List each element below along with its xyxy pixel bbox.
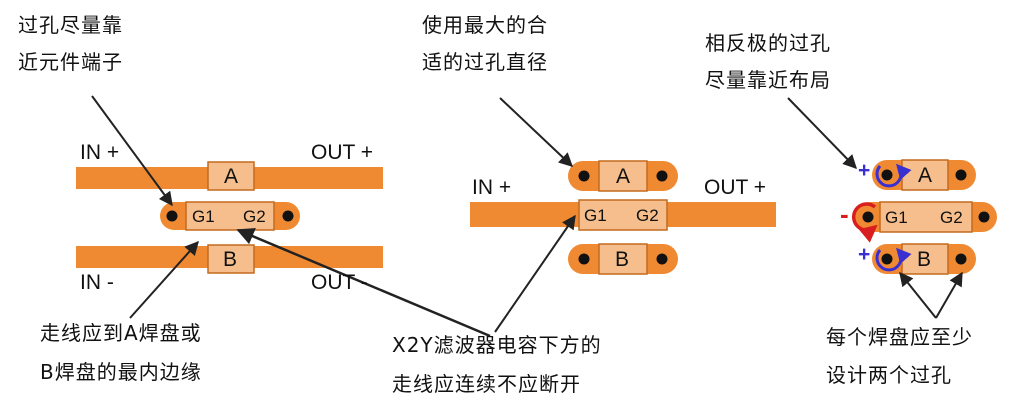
arrow [236,228,491,338]
caption-line: 设计两个过孔 [826,363,952,387]
g-pad-body [578,199,668,231]
pad-label-b: B [615,248,630,271]
pad-label-a: A [616,165,631,188]
caption-line: 尽量靠近布局 [705,68,831,92]
arrow [787,97,857,170]
pad-label-g2: G2 [636,206,659,225]
via [166,210,178,222]
via [881,253,893,265]
arrow [499,97,574,167]
net-label-out-plus: OUT + [704,176,767,199]
pad-label-g1: G1 [192,207,215,226]
caption-line: X2Y滤波器电容下方的 [392,333,602,357]
pad-a-body [207,161,255,191]
caption-continuous-trace: X2Y滤波器电容下方的 走线应连续不应断开 [392,332,602,397]
arrow [899,271,937,319]
caption-line: 适的过孔直径 [422,50,548,74]
via [656,170,668,182]
via [955,253,967,265]
via [955,169,967,181]
callout-arrows [91,95,963,338]
pad-label-g2: G2 [940,208,963,227]
layout-3 [851,159,997,275]
caption-line: 过孔尽量靠 [18,13,123,37]
caption-line: 每个焊盘应至少 [826,325,973,349]
via [881,169,893,181]
pad-b-body [598,243,648,275]
caption-line: B焊盘的最内边缘 [40,360,202,384]
g-pad-body [185,201,275,231]
caption-line: 走线应到A焊盘或 [40,321,202,345]
via [656,253,668,265]
current-loop-red-icon [851,202,878,243]
caption-opposite-polarity-vias: 相反极的过孔 尽量靠近布局 [705,30,831,93]
pad-a-body [598,160,648,192]
caption-line: 相反极的过孔 [705,31,831,55]
via [578,170,590,182]
polarity-plus: + [858,159,871,182]
polarity-minus: - [840,199,849,229]
arrow [129,240,199,319]
caption-line: 走线应连续不应断开 [392,372,581,396]
polarity-plus: + [858,243,871,266]
arrow [935,271,963,319]
via [978,211,990,223]
pad-label-b: B [223,248,238,271]
arrow [494,214,576,333]
arrow [91,95,173,207]
pad-label-a: A [918,164,933,187]
via [282,210,294,222]
caption-trace-to-inner-edge: 走线应到A焊盘或 B焊盘的最内边缘 [40,320,202,385]
pad-label-g2: G2 [243,207,266,226]
net-label-out-plus: OUT + [311,141,374,164]
caption-two-vias-per-pad: 每个焊盘应至少 设计两个过孔 [826,324,973,388]
caption-max-via-diameter: 使用最大的合 适的过孔直径 [422,12,548,75]
pad-label-g1: G1 [584,206,607,225]
pad-label-b: B [917,248,932,271]
pad-label-g1: G1 [885,208,908,227]
current-loop-blue-icon [875,247,912,272]
pad-label-a: A [224,165,239,188]
pad-b-body [207,244,255,274]
layout-2 [470,160,776,275]
net-label-in-minus: IN - [80,271,114,294]
caption-via-near-terminal: 过孔尽量靠 近元件端子 [18,12,123,75]
current-loop-blue-icon [875,163,912,188]
caption-line: 使用最大的合 [422,13,548,37]
net-label-out-minus: OUT - [311,271,368,294]
net-label-in-plus: IN + [80,141,120,164]
layout-1 [76,161,383,274]
caption-line: 近元件端子 [18,50,123,74]
via [578,253,590,265]
net-label-in-plus: IN + [472,176,512,199]
g-pad-body [879,201,973,233]
via [862,211,874,223]
